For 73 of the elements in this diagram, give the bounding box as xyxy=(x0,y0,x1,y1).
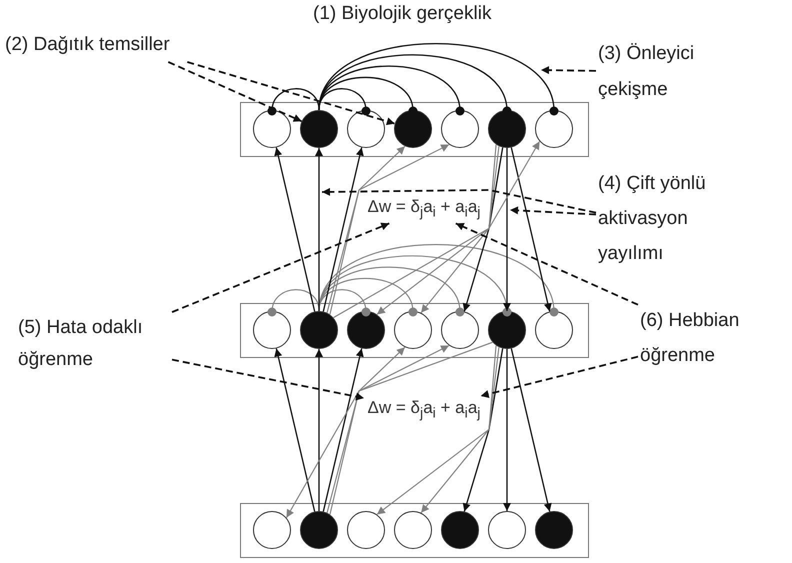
leader-arrow xyxy=(322,188,596,214)
connection-arrow xyxy=(274,348,316,512)
leader-arrow xyxy=(168,61,302,122)
annotation-label: (5) Hata odaklı öğrenme xyxy=(18,312,170,376)
inhibitory-connection xyxy=(268,88,320,116)
leader-arrow xyxy=(540,66,596,74)
neuron-unit xyxy=(394,511,432,549)
leader-arrow xyxy=(172,358,364,400)
neuron-unit xyxy=(253,511,291,549)
connection-arrow xyxy=(420,146,500,314)
connection-arrow xyxy=(274,147,316,312)
layer-box xyxy=(240,102,589,157)
inhibitory-connection xyxy=(318,88,370,116)
neuron-unit xyxy=(300,311,338,349)
connection-arrow xyxy=(329,144,450,315)
neuron-unit xyxy=(535,511,573,549)
formula: Δw = δ$_{j}$a$_{i}$ + a$_{i}$a$_{j}$ xyxy=(366,398,482,422)
connection-arrow xyxy=(326,146,406,313)
connection-arrow xyxy=(322,147,364,312)
leader-arrow xyxy=(510,206,596,216)
layer-box xyxy=(240,303,589,358)
connection-arrow xyxy=(510,147,552,312)
inhibitory-connection xyxy=(318,266,464,316)
neuron-unit xyxy=(535,110,573,148)
layer-box xyxy=(240,503,589,558)
annotation-label: (6) Hebbian öğrenme xyxy=(640,303,785,373)
neuron-unit xyxy=(394,311,432,349)
connection-arrow xyxy=(315,148,323,311)
neuron-unit xyxy=(488,511,526,549)
inhibitory-connection xyxy=(318,244,558,316)
connection-arrow xyxy=(315,349,323,511)
leader-arrow xyxy=(455,222,638,306)
neuron-unit xyxy=(300,511,338,549)
neuron-unit xyxy=(441,311,479,349)
inhibitory-connection xyxy=(318,43,558,116)
connection-arrow xyxy=(503,349,511,511)
connection-arrow xyxy=(462,147,504,312)
inhibitory-connection xyxy=(318,255,512,316)
neuron-unit xyxy=(441,511,479,549)
connection-arrow xyxy=(286,342,493,518)
annotation-label: (4) Çift yönlü aktivasyon yayılımı xyxy=(598,166,748,271)
connection-arrow xyxy=(322,348,364,512)
inhibitory-connection xyxy=(268,289,320,316)
neuron-unit xyxy=(347,311,385,349)
neuron-unit xyxy=(300,110,338,148)
neuron-unit xyxy=(488,311,526,349)
neuron-unit xyxy=(253,110,291,148)
connection-arrow xyxy=(326,346,406,513)
connection-arrow xyxy=(376,144,497,315)
neuron-unit xyxy=(488,110,526,148)
connection-arrow xyxy=(462,348,504,512)
neuron-unit xyxy=(441,110,479,148)
inhibitory-connection xyxy=(318,66,464,116)
connection-arrow xyxy=(329,345,450,515)
inhibitory-connection xyxy=(318,289,370,316)
neuron-unit xyxy=(347,511,385,549)
connection-arrow xyxy=(503,148,511,311)
leader-arrow xyxy=(172,222,390,313)
neuron-unit xyxy=(535,311,573,349)
neuron-unit xyxy=(253,311,291,349)
formula: Δw = δ$_{j}$a$_{i}$ + a$_{i}$a$_{j}$ xyxy=(366,197,482,222)
inhibitory-connection xyxy=(318,278,418,316)
neuron-unit xyxy=(347,110,385,148)
connection-arrow xyxy=(420,347,500,514)
connection-arrow xyxy=(510,348,552,512)
neuron-unit xyxy=(394,110,432,148)
annotation-label: (1) Biyolojik gerçeklik xyxy=(313,3,492,25)
connection-arrow xyxy=(333,141,540,318)
leader-arrow xyxy=(480,356,638,398)
leader-arrow xyxy=(187,61,396,126)
connection-arrow xyxy=(376,345,497,515)
annotation-label: (3) Önleyici çekişme xyxy=(598,36,728,108)
annotation-label: (2) Dağıtık temsiller xyxy=(5,30,255,60)
